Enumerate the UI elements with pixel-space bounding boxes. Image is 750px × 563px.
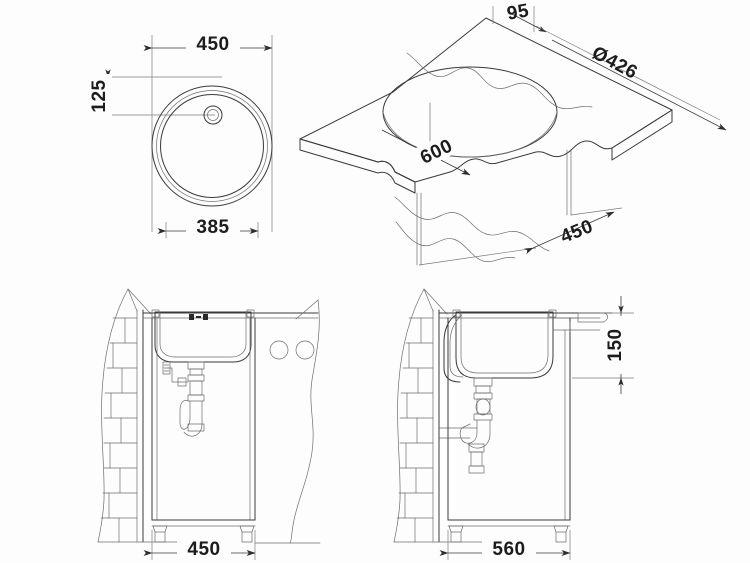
basin-section-right [455, 311, 554, 379]
overflow-pipe-right [443, 314, 461, 383]
plan-dim-385: 385 [157, 216, 259, 238]
drain-trap-assembly-right [438, 377, 493, 474]
basin-inner-wall-right [460, 312, 549, 374]
plan-extension-lines [103, 35, 273, 238]
wall-brick-hatching-right [396, 317, 434, 543]
section-left-view: 450 [97, 288, 321, 560]
section-right-cabinet-depth-label: 560 [492, 539, 525, 560]
cabinet-feet-left [152, 525, 255, 543]
basin-clamp-right-1 [452, 309, 461, 318]
section-left-cabinet-width-label: 450 [187, 539, 220, 560]
section-right-dim-560: 560 [439, 530, 571, 560]
section-right-dim-150: 150 [572, 296, 634, 394]
basin-section-left [154, 311, 252, 363]
countertop-rear-wave [406, 52, 593, 110]
tap-hole-circle-1 [269, 340, 289, 360]
basin-rim-lines-right [552, 317, 601, 331]
cutout-lower-thickness-arc [382, 111, 558, 158]
iso-dim-600: 600 [381, 129, 471, 176]
countertop-right-edge-thickness [611, 109, 673, 161]
basin-inner-wall-left [159, 312, 247, 358]
basin-marking-left [189, 314, 208, 320]
plan-view: 450 125 385 [89, 33, 273, 238]
cabinet-panels-right [447, 317, 571, 527]
sink-bowl-circle [160, 94, 264, 198]
wall-break-line-right [393, 288, 425, 543]
countertop-front-edge-thickness [299, 138, 416, 194]
wall-brick-hatching [100, 317, 138, 543]
cabinet-under-counter [394, 149, 572, 266]
overflow-pipe-inner-right [449, 314, 464, 378]
cabinet-feet-right [448, 525, 569, 543]
tap-hole-circle-2 [295, 340, 315, 360]
wall-break-line-left [97, 288, 129, 543]
section-left-dim-450: 450 [143, 530, 256, 560]
plan-tap-hole-offset-label: 125 [89, 79, 110, 112]
tap-hole-outer-circle [203, 105, 223, 125]
basin-rim-clamps-left [151, 309, 255, 318]
wall-top-break [127, 288, 152, 315]
drain-trap-assembly-left [162, 361, 205, 437]
sink-rim-inner-edge-circle [156, 90, 268, 202]
wall-top-break-right [423, 288, 448, 315]
plan-overall-diameter-label: 450 [196, 34, 229, 55]
section-left-break-panel [254, 299, 321, 544]
iso-edge-offset-label: 95 [505, 0, 530, 25]
cabinet-panels-left [151, 317, 256, 527]
section-right-basin-height-label: 150 [605, 328, 626, 361]
basin-clamp-right-2 [548, 309, 557, 318]
plan-dim-450: 450 [143, 33, 273, 55]
tap-hole-inner-circle [207, 109, 219, 121]
iso-dim-95: 95 [492, 0, 547, 33]
section-right-view: 150 560 [393, 288, 634, 560]
plan-bowl-diameter-label: 385 [196, 217, 229, 238]
plan-dim-125: 125 [89, 69, 112, 122]
sink-outer-rim-circle [151, 85, 273, 207]
